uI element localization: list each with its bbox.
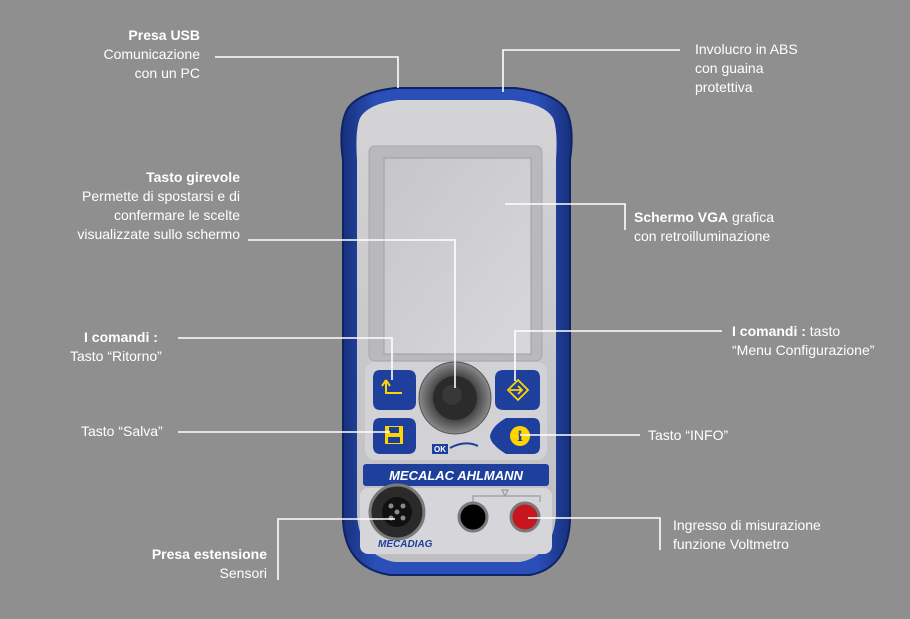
knob-title: Tasto girevole — [146, 169, 240, 185]
callout-return: I comandi : Tasto “Ritorno” — [70, 328, 180, 366]
leader-extension — [277, 518, 395, 580]
extension-title: Presa estensione — [151, 546, 267, 562]
save-line1: Tasto “Salva” — [81, 423, 163, 439]
callout-usb: Presa USB Comunicazione con un PC — [60, 26, 201, 83]
config-menu-button[interactable] — [495, 370, 540, 410]
svg-text:i: i — [517, 429, 522, 445]
return-title: I comandi : — [84, 329, 158, 345]
usb-title: Presa USB — [128, 27, 200, 43]
black-jack — [457, 501, 489, 533]
callout-config: I comandi : tasto “Menu Configurazione” — [732, 322, 902, 360]
knob-line3: visualizzate sullo schermo — [77, 226, 240, 242]
rotary-knob[interactable] — [418, 361, 492, 435]
return-button[interactable] — [373, 370, 416, 410]
screen-title: Schermo VGA — [634, 209, 729, 225]
save-button[interactable] — [373, 418, 416, 454]
leader-config — [514, 330, 722, 381]
brand-logo: MECALAC AHLMANN — [389, 468, 523, 483]
red-jack — [509, 501, 541, 533]
callout-screen: Schermo VGA grafica con retroilluminazio… — [634, 208, 854, 246]
housing-line1: Involucro in ABS — [695, 41, 798, 57]
callout-housing: Involucro in ABS con guaina protettiva — [695, 40, 845, 97]
callout-knob: Tasto girevole Permette di spostarsi e d… — [40, 168, 240, 244]
housing-line2: con guaina — [695, 60, 764, 76]
return-arrow-icon — [381, 379, 402, 394]
lcd-screen — [383, 157, 532, 355]
leader-return — [178, 337, 393, 380]
info-line1: Tasto “INFO” — [648, 427, 729, 443]
knob-line1: Permette di spostarsi e di — [82, 188, 240, 204]
config-title: I comandi : — [732, 323, 806, 339]
info-button[interactable]: i — [490, 418, 540, 454]
callout-voltmeter: Ingresso di misurazione funzione Voltmet… — [673, 516, 853, 554]
callout-extension: Presa estensione Sensori — [110, 545, 267, 583]
ok-label: OK — [432, 442, 479, 454]
leader-usb — [215, 56, 399, 88]
leader-housing — [502, 49, 680, 92]
screen-title-rest: grafica — [728, 209, 775, 225]
callout-info: Tasto “INFO” — [648, 426, 758, 445]
svg-text:OK: OK — [434, 445, 446, 454]
config-line1: “Menu Configurazione” — [732, 342, 875, 358]
return-line1: Tasto “Ritorno” — [70, 348, 162, 364]
config-arrow-icon — [506, 378, 530, 402]
sub-logo: MECADIAG — [378, 539, 433, 550]
screen-line1: con retroilluminazione — [634, 228, 771, 244]
voltmeter-line1: Ingresso di misurazione — [673, 517, 821, 533]
config-title-rest: tasto — [805, 323, 841, 339]
brand-strip — [363, 464, 549, 486]
leader-knob — [248, 239, 456, 388]
callout-save: Tasto “Salva” — [81, 422, 181, 441]
usb-line2: con un PC — [134, 65, 200, 81]
info-icon — [510, 426, 530, 446]
leader-lines — [178, 49, 722, 580]
voltmeter-line2: funzione Voltmetro — [673, 536, 789, 552]
leader-screen — [505, 203, 626, 230]
usb-line1: Comunicazione — [103, 46, 201, 62]
extension-line1: Sensori — [219, 565, 267, 581]
extension-socket — [368, 483, 426, 541]
leader-voltmeter — [528, 517, 661, 550]
knob-line2: confermare le scelte — [113, 207, 240, 223]
voltmeter-symbol — [472, 489, 541, 502]
housing-line3: protettiva — [695, 79, 753, 95]
